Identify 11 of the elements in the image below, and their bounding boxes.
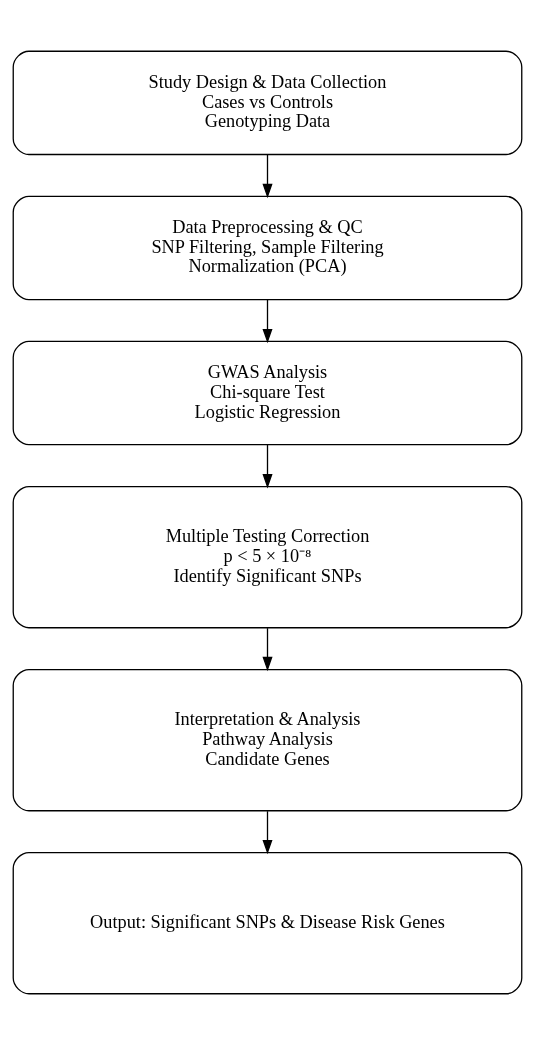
node-box: GWAS Analysis Chi-square Test Logistic Regression	[12, 340, 523, 445]
node-box: Multiple Testing Correction p < 5 × 10⁻⁸ Identify Significant SNPs	[12, 485, 523, 628]
arrow	[262, 298, 273, 343]
node-box: Data Preprocessing & QC SNP Filtering, Sample Filtering Normalization (PCA)	[12, 195, 523, 300]
node-box: Interpretation & Analysis Pathway Analysis Candidate Genes	[12, 668, 523, 811]
arrow	[262, 810, 273, 854]
node-box: Study Design & Data Collection Cases vs Controls Genotyping Data	[12, 50, 523, 155]
arrow	[262, 153, 273, 198]
arrow	[262, 443, 273, 488]
arrow	[262, 627, 273, 671]
node-box: Output: Significant SNPs & Disease Risk Genes	[12, 851, 523, 994]
